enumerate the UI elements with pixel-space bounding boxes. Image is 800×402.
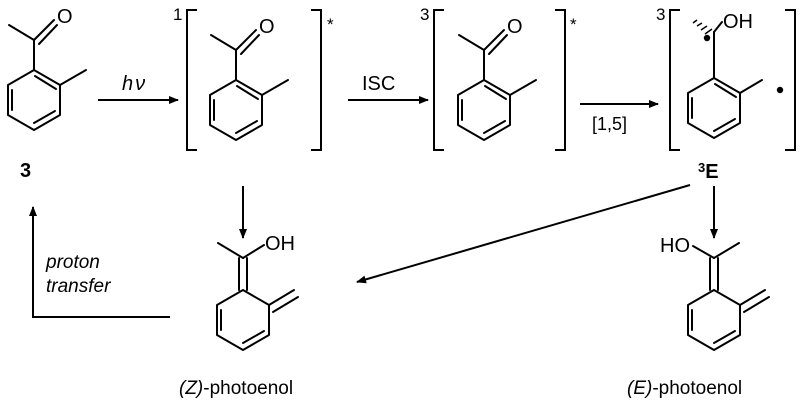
right-bracket (311, 9, 322, 151)
e-photoenol: HO (660, 235, 770, 351)
hydroxyl-label: HO (660, 235, 690, 257)
shift-label: [1,5] (592, 114, 627, 134)
oxygen-label: O (259, 16, 275, 38)
z-photoenol: OH (216, 233, 299, 351)
transfer-label: transfer (46, 276, 111, 297)
molecule-3: O (7, 6, 87, 131)
singlet-multiplicity: 1 (173, 5, 182, 24)
right-bracket (785, 9, 796, 151)
oxygen-label: O (507, 16, 523, 38)
radical-dot (703, 34, 711, 42)
proton-label: proton (45, 252, 100, 273)
hydroxyl-label: OH (723, 11, 753, 33)
left-bracket (186, 9, 197, 151)
hydroxyl-label: OH (265, 233, 295, 255)
compound-3-label: 3 (20, 160, 31, 182)
left-bracket (669, 9, 680, 151)
proton-transfer-arrow (29, 206, 170, 318)
triplet-multiplicity: 3 (420, 5, 429, 24)
biradical-to-z-arrow (356, 184, 691, 284)
triplet-multiplicity: 3 (656, 5, 665, 24)
left-bracket (433, 9, 444, 151)
excited-star: * (570, 15, 577, 34)
triplet-E-label: 3E (698, 160, 719, 183)
excited-star: * (327, 15, 334, 34)
oxygen-label: O (57, 6, 73, 28)
isc-label: ISC (362, 73, 395, 95)
z-photoenol-label: (Z)-photoenol (179, 378, 293, 399)
right-bracket (555, 9, 566, 151)
singlet-excited-state: O (186, 9, 322, 151)
radical-dot (776, 86, 784, 94)
e-photoenol-label: (E)-photoenol (627, 378, 742, 399)
triplet-excited-state: O (433, 9, 566, 151)
triplet-biradical: OH (669, 9, 796, 151)
